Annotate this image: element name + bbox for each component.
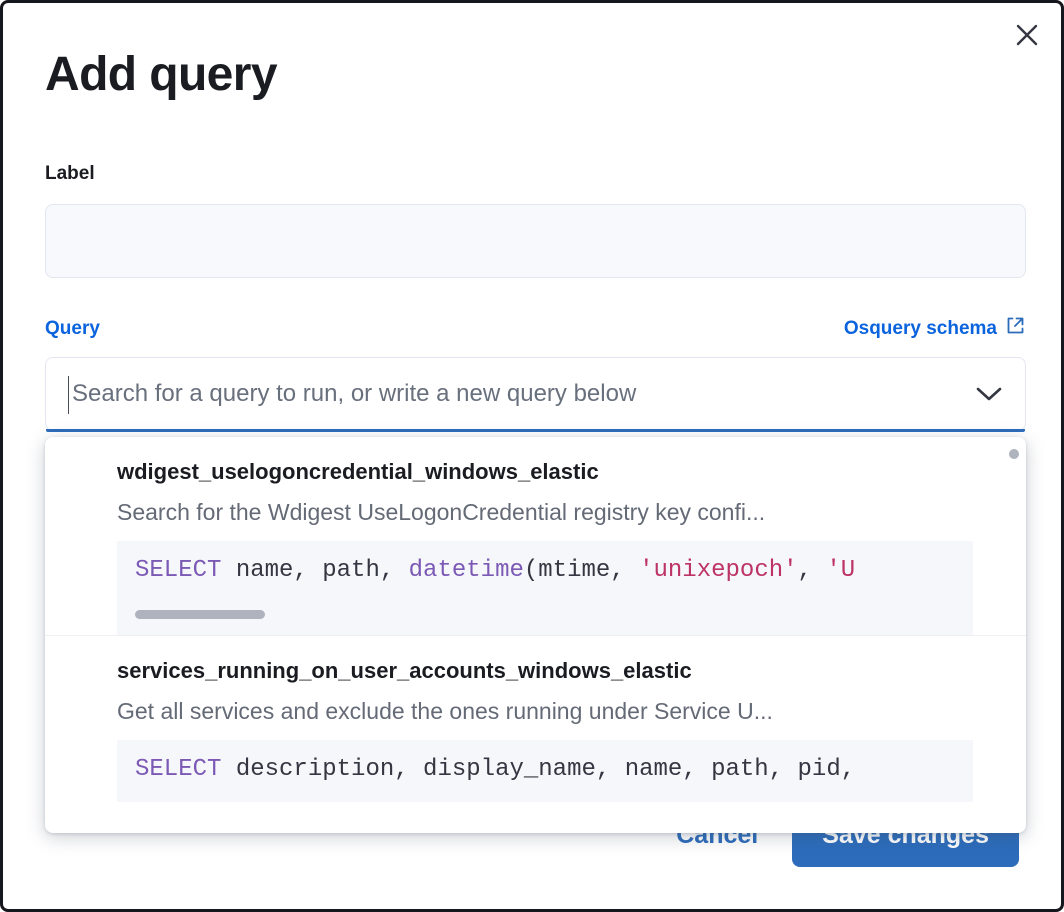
query-header-row: Query Osquery schema (45, 315, 1026, 342)
code-line: SELECT name, path, datetime(mtime, 'unix… (135, 556, 856, 584)
option-description: Get all services and exclude the ones ru… (117, 698, 773, 725)
dropdown-scrollbar-thumb[interactable] (1009, 449, 1019, 459)
query-combobox[interactable]: Search for a query to run, or write a ne… (45, 357, 1026, 432)
option-description: Search for the Wdigest UseLogonCredentia… (117, 499, 766, 526)
external-link-icon (1005, 315, 1026, 342)
osquery-schema-link[interactable]: Osquery schema (844, 315, 1026, 342)
chevron-down-icon[interactable] (975, 385, 1003, 403)
list-item[interactable]: services_running_on_user_accounts_window… (45, 634, 1026, 802)
code-horizontal-scrollbar[interactable] (135, 609, 265, 619)
osquery-schema-link-label: Osquery schema (843, 317, 997, 339)
page-title: Add query (45, 48, 278, 101)
option-code-preview: SELECT name, path, datetime(mtime, 'unix… (117, 540, 973, 635)
label-input[interactable] (45, 204, 1026, 278)
dropdown-scrollbar[interactable] (1009, 445, 1019, 825)
query-suggestions-dropdown[interactable]: wdigest_uselogoncredential_windows_elast… (45, 437, 1026, 833)
close-icon[interactable] (1007, 15, 1047, 55)
query-combobox-placeholder: Search for a query to run, or write a ne… (72, 380, 637, 407)
option-title: services_running_on_user_accounts_window… (117, 657, 692, 683)
option-title: wdigest_uselogoncredential_windows_elast… (117, 459, 599, 484)
query-field-label: Query (45, 317, 100, 339)
code-line: SELECT description, display_name, name, … (135, 755, 856, 783)
list-item[interactable]: wdigest_uselogoncredential_windows_elast… (45, 437, 1026, 635)
label-field-label: Label (45, 163, 95, 184)
option-code-preview: SELECT description, display_name, name, … (117, 739, 973, 802)
text-cursor (68, 376, 69, 414)
